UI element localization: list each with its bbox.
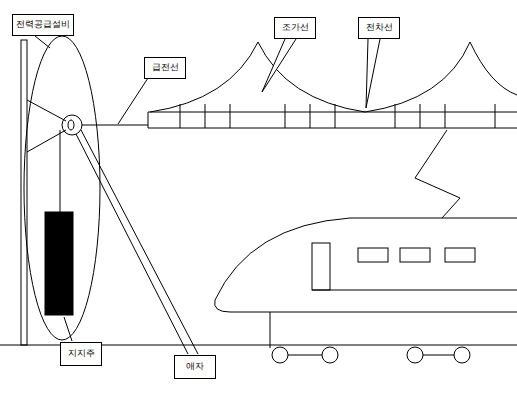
hanger-line (60, 130, 61, 212)
train-window (358, 248, 388, 262)
pantograph (415, 130, 460, 218)
insulator (68, 120, 74, 130)
dropper (420, 104, 421, 128)
callout-box: 전차선 (358, 17, 400, 39)
wire (148, 112, 517, 113)
train-window (445, 248, 475, 262)
callout-label: 전차선 (366, 23, 393, 33)
callout-label: 전력공급설비 (16, 20, 70, 30)
leader-line (35, 36, 50, 48)
dropper (495, 104, 496, 128)
dropper (230, 104, 231, 128)
callout-box: 지지주 (60, 342, 102, 366)
insulator-circle (62, 115, 82, 135)
bracket-arm (27, 100, 66, 121)
wheel (407, 347, 423, 363)
train-window (400, 248, 430, 262)
feeder-line (82, 125, 148, 126)
callout-label: 애자 (186, 362, 204, 372)
dropper (205, 104, 206, 128)
dropper (445, 104, 446, 128)
leader-line (76, 134, 188, 354)
callout-label: 조가선 (282, 23, 309, 33)
dropper (335, 104, 336, 128)
wheel (454, 347, 470, 363)
leader-line (64, 317, 72, 341)
callout-box: 조가선 (274, 17, 316, 39)
callout-label: 지지주 (68, 349, 95, 359)
train-body (215, 218, 517, 312)
bogie (270, 312, 271, 348)
dropper (395, 104, 396, 128)
transformer-block (45, 212, 73, 315)
callout-pointer (366, 39, 380, 108)
dropper (180, 104, 181, 128)
callout-box: 전력공급설비 (12, 14, 74, 36)
train-door (312, 243, 330, 290)
droppers (180, 104, 495, 128)
leader-line (118, 78, 148, 124)
equipment-ellipse (24, 36, 100, 340)
dropper (310, 104, 311, 128)
dropper (285, 104, 286, 128)
callout-box: 급전선 (144, 57, 186, 79)
contact-wire (148, 128, 517, 129)
train-line (312, 290, 517, 291)
messenger-wire (150, 42, 517, 112)
callout-label: 급전선 (152, 63, 179, 73)
callout-box: 애자 (174, 355, 216, 379)
wheel (272, 347, 288, 363)
wire-end (148, 112, 149, 128)
leader-line (81, 130, 198, 354)
wheel (322, 347, 338, 363)
callout-pointer (262, 39, 296, 92)
